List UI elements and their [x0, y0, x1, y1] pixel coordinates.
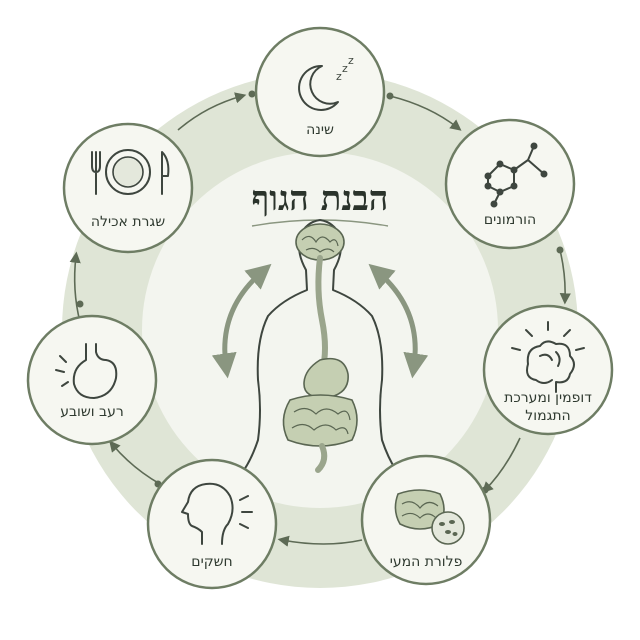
node-label-gut: פלורת המעי [390, 554, 463, 570]
moon-stars-icon: z z z [298, 54, 354, 111]
stomach-icon [55, 343, 118, 399]
node-label-routine: שגרת אכילה [91, 214, 165, 230]
svg-text:z: z [342, 62, 348, 75]
node-label-sleep: שינה [306, 122, 334, 138]
node-label-cravings: חשקים [191, 554, 232, 570]
intestines-organ [282, 394, 358, 447]
arrow-routine-to-sleep [177, 92, 247, 131]
node-label-hunger: רעב ושובע [60, 404, 124, 420]
node-label-dopamine-line2: התגמול [525, 408, 570, 424]
arrow-sleep-to-hormones [389, 95, 462, 131]
arrow-hunger-to-routine [69, 251, 81, 323]
arrow-cravings-to-hunger [109, 440, 161, 485]
node-gut[interactable]: פלורת המעי [360, 454, 492, 586]
node-routine[interactable]: שגרת אכילה [62, 122, 194, 254]
human-body-figure [243, 219, 397, 473]
brain-icon [511, 321, 585, 393]
plate-fork-knife-icon [91, 149, 170, 195]
inner-disc [142, 152, 498, 508]
diagram-title: הבנת הגוף [252, 179, 389, 219]
arrow-dopamine-to-gut [481, 437, 521, 494]
head-profile-icon [181, 482, 253, 545]
intestine-bacteria-icon [394, 489, 465, 545]
arrow-gut-to-cravings [277, 535, 363, 547]
right-curved-arrow [368, 263, 429, 379]
node-dopamine[interactable]: דופמין ומערכת התגמול [482, 304, 614, 436]
inner-cycle-arrows [211, 263, 429, 379]
svg-text:z: z [348, 54, 354, 67]
node-hormones[interactable]: הורמונים [444, 118, 576, 250]
left-curved-arrow [211, 263, 272, 379]
cycle-arrows [69, 90, 571, 547]
molecule-icon [484, 142, 548, 208]
node-cravings[interactable]: חשקים [146, 458, 278, 590]
node-label-dopamine-line1: דופמין ומערכת [504, 390, 592, 406]
node-label-hormones: הורמונים [484, 212, 536, 228]
arrow-hormones-to-dopamine [559, 249, 571, 305]
node-hunger[interactable]: רעב ושובע [26, 314, 158, 446]
node-sleep[interactable]: z z z שינה [254, 26, 386, 158]
svg-text:z: z [336, 70, 342, 83]
